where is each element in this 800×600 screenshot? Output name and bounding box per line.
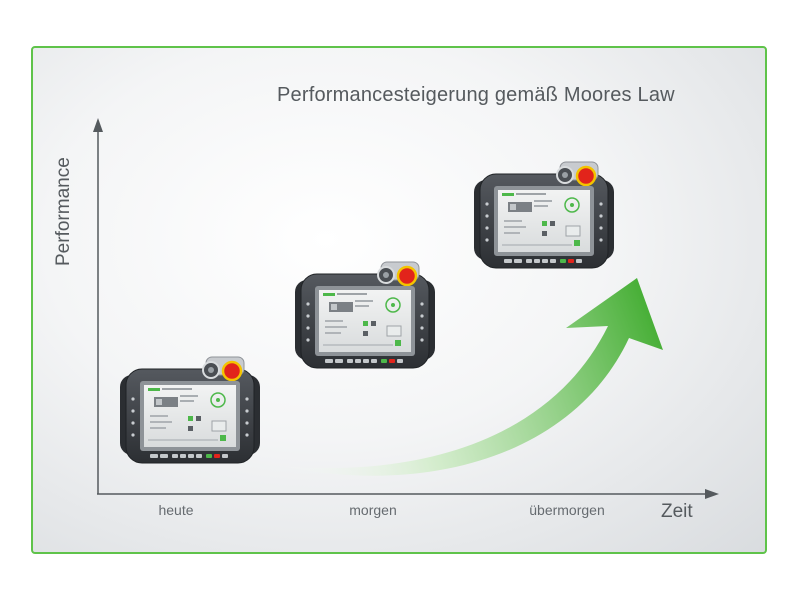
growth-arrow-icon — [281, 278, 663, 476]
y-axis-arrow-icon — [93, 118, 103, 132]
diagram-frame: Performancesteigerung gemäß Moores Law P… — [31, 46, 767, 554]
diagram-canvas — [93, 118, 719, 499]
device-uebermorgen — [472, 160, 616, 270]
x-axis-label: Zeit — [661, 501, 693, 522]
tick-heute: heute — [158, 502, 194, 518]
tick-uebermorgen: übermorgen — [529, 502, 605, 518]
device-heute — [118, 355, 262, 465]
tick-morgen: morgen — [349, 502, 397, 518]
y-axis-label: Performance — [53, 157, 74, 266]
device-morgen — [293, 260, 437, 370]
diagram-title: Performancesteigerung gemäß Moores Law — [277, 84, 675, 106]
x-axis-arrow-icon — [705, 489, 719, 499]
